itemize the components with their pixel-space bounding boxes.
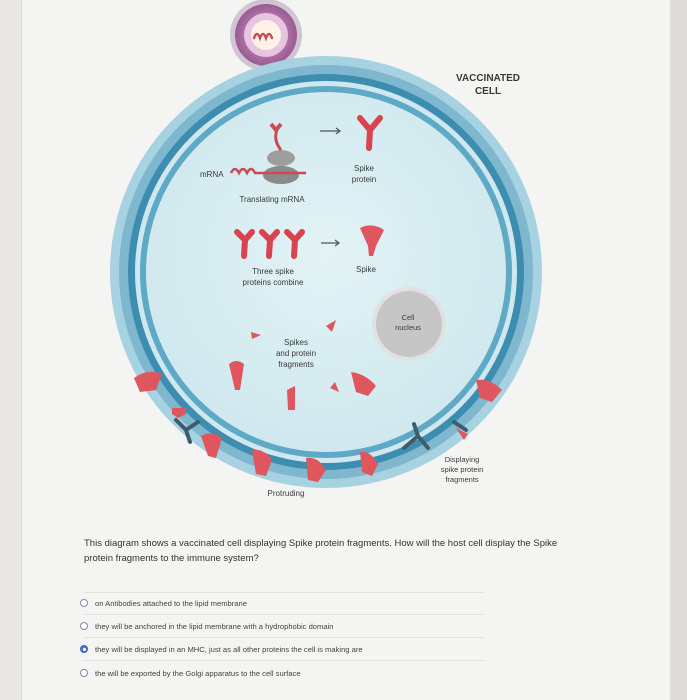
protruding-label: Protruding [268, 489, 305, 498]
spike-label: Spike [356, 265, 377, 274]
divider [84, 660, 484, 661]
nucleus-label-2: nucleus [395, 323, 421, 332]
cell-nucleus [372, 287, 446, 361]
protein-fragments [229, 320, 376, 410]
cell-body [110, 56, 542, 488]
divider [84, 592, 484, 593]
spike-protein-label-2: protein [352, 175, 376, 184]
question-text: This diagram shows a vaccinated cell dis… [84, 538, 558, 564]
option-label: they will be anchored in the lipid membr… [95, 621, 334, 631]
spike-fragment-icon [360, 225, 384, 256]
mrna-strand-icon [252, 32, 274, 42]
vaccinated-cell-diagram: VACCINATED CELL mRNA Spike protein Trans… [110, 0, 542, 498]
diagram-labels: VACCINATED CELL mRNA Spike protein Trans… [200, 73, 520, 498]
three-spike-label-1: Three spike [252, 267, 294, 276]
option-label: the will be exported by the Golgi appara… [95, 668, 301, 678]
translating-mrna-label: Translating mRNA [239, 195, 305, 204]
arrow-icon [320, 127, 341, 247]
radio-button[interactable] [80, 622, 88, 630]
vaccine-particle [230, 0, 302, 71]
option-label: they will be displayed in an MHC, just a… [95, 644, 363, 654]
surface-spikes [134, 371, 502, 482]
fragments-label-2: and protein [276, 349, 316, 358]
three-spike-label-2: proteins combine [243, 278, 304, 287]
fragments-label-1: Spikes [284, 338, 308, 347]
page-edge [670, 0, 687, 700]
fragments-label-3: fragments [278, 360, 314, 369]
divider [84, 637, 484, 638]
translating-mrna-icon [229, 122, 306, 184]
spike-protein-label-1: Spike [354, 164, 375, 173]
answer-option-selected[interactable]: they will be displayed in an MHC, just a… [80, 639, 480, 659]
displaying-label-1: Displaying [445, 455, 480, 464]
answer-option[interactable]: the will be exported by the Golgi appara… [80, 663, 480, 683]
displaying-label-2: spike protein [441, 465, 484, 474]
radio-button-selected[interactable] [80, 645, 88, 653]
divider [84, 614, 484, 615]
radio-button[interactable] [80, 599, 88, 607]
answer-option[interactable]: on Antibodies attached to the lipid memb… [80, 593, 480, 613]
option-label: on Antibodies attached to the lipid memb… [95, 598, 247, 608]
answer-option[interactable]: they will be anchored in the lipid membr… [80, 616, 480, 636]
displaying-label-3: fragments [445, 475, 479, 484]
anchored-fragments [172, 408, 468, 450]
mrna-label: mRNA [200, 170, 224, 179]
vaccinated-label: VACCINATED [456, 73, 520, 84]
cell-label: CELL [475, 86, 501, 97]
spike-protein-icon [357, 115, 383, 151]
three-spikes-icon [234, 229, 305, 259]
radio-button[interactable] [80, 669, 88, 677]
nucleus-label-1: Cell [402, 313, 415, 322]
